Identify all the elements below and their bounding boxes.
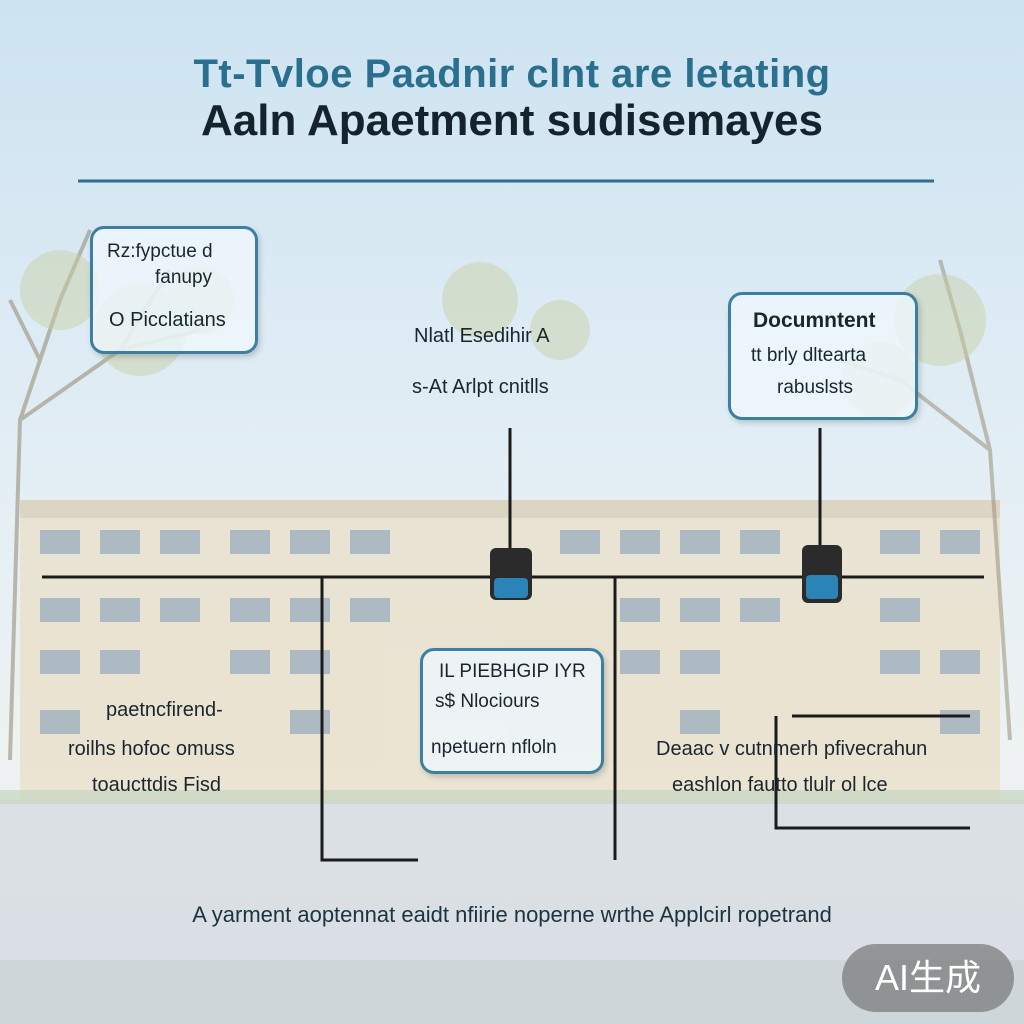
box-top-left-line-1: Rz:fypctue d (107, 241, 213, 262)
box-top-left-line-2: fanupy (155, 267, 213, 288)
left-bottom-label-line-1: paetncfirend- (106, 699, 223, 721)
right-bottom-label-line-2: eashlon fautto tlulr ol lce (672, 774, 888, 796)
connector-node-center (490, 548, 532, 600)
box-bottom-center: IL PIEBHGIP IYR s$ Nlociours npetuern nf… (420, 648, 604, 774)
box-top-left-line-3: O Picclatians (109, 309, 226, 331)
ai-generated-badge: AI生成 (842, 944, 1014, 1012)
box-bottom-center-line-2: s$ Nlociours (435, 691, 540, 712)
center-top-label-line-1: Nlatl Esedihir A (414, 325, 550, 347)
box-top-right-line-1: Documntent (753, 309, 876, 332)
box-top-right-line-3: rabuslsts (777, 377, 854, 398)
box-top-right-line-2: tt brly dltearta (751, 345, 867, 366)
right-bottom-label-line-1: Deaac v cutnmerh pfivecrahun (656, 738, 928, 760)
connector-node-right (802, 545, 842, 603)
box-bottom-center-line-3: npetuern nfloln (431, 737, 557, 758)
box-top-left: Rz:fypctue d fanupy O Picclatians (90, 226, 258, 354)
box-bottom-center-line-1: IL PIEBHGIP IYR (439, 661, 586, 682)
footer-caption: A yarment aoptennat eaidt nfiirie nopern… (192, 902, 832, 927)
left-bottom-label-line-2: roilhs hofoc omuss (68, 738, 235, 760)
title-line-2: Aaln Apaetment sudisemayes (201, 96, 823, 145)
left-bottom-label-line-3: toaucttdis Fisd (92, 774, 221, 796)
center-top-label-line-2: s-At Arlpt cnitlls (412, 376, 549, 398)
box-top-right: Documntent tt brly dltearta rabuslsts (728, 292, 918, 420)
title-line-1: Tt-Tvloe Paadnir clnt are letating (193, 52, 831, 96)
